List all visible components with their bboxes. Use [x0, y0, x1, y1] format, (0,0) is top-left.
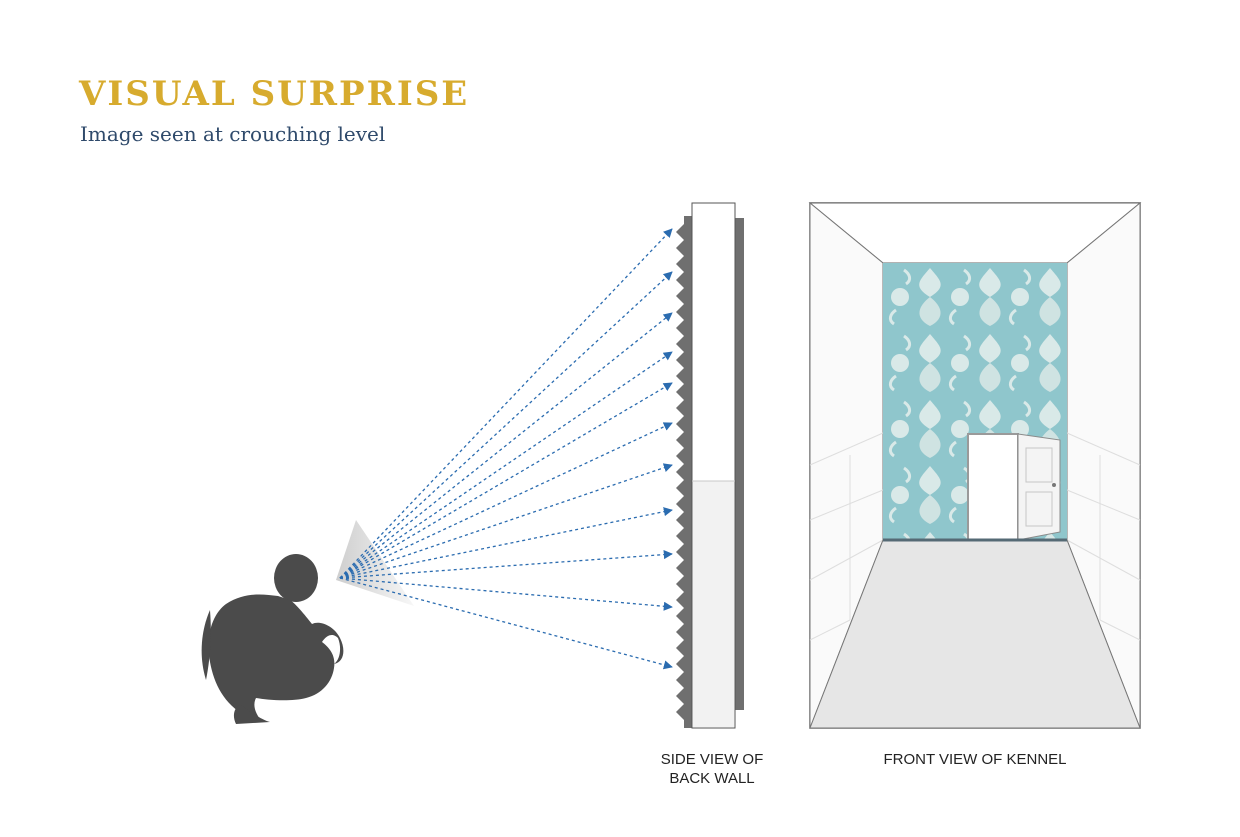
- side-view-caption-line-1: SIDE VIEW OF: [660, 751, 764, 768]
- open-doorway: [967, 433, 1019, 541]
- page-title: VISUAL SURPRISE: [79, 74, 470, 114]
- front-view-caption: FRONT VIEW OF KENNEL: [883, 751, 1067, 768]
- kennel-front-view: [808, 201, 1142, 729]
- back-wall-side-view: [676, 202, 744, 729]
- sight-lines: [339, 228, 673, 670]
- page-subtitle: Image seen at crouching level: [80, 122, 386, 146]
- wall-backing-strip: [735, 218, 744, 710]
- open-door-panel: [1017, 433, 1061, 541]
- side-view-caption-line-2: BACK WALL: [669, 770, 755, 787]
- view-cone: [336, 520, 414, 606]
- side-view-caption: SIDE VIEW OF BACK WALL: [640, 750, 784, 788]
- door-knob-icon: [1052, 483, 1056, 487]
- sawtooth-lenticular-surface: [676, 216, 692, 728]
- crouching-person-silhouette: [201, 554, 344, 724]
